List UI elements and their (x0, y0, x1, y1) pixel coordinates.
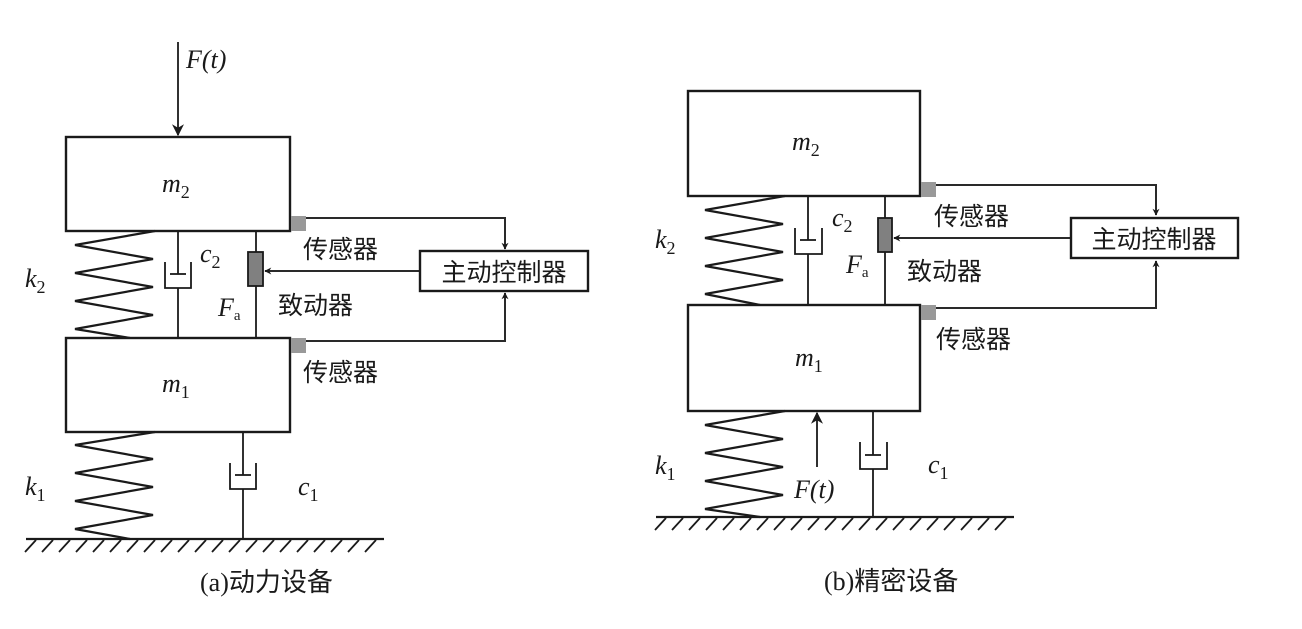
actuator (247, 251, 264, 287)
ground-hatch-line (194, 539, 207, 553)
ground-hatch-line (739, 517, 752, 531)
ground-hatch-line (790, 517, 803, 531)
ground-hatch-line (262, 539, 275, 553)
diagram-a-power-equipment: F(t) m2 传感器 k2 c2 Fa 致动器 主动控制器 m1 (24, 42, 590, 597)
damper-c2-label: c2 (200, 239, 221, 272)
ground-hatch-line (41, 539, 54, 553)
actuator-force-label: Fa (217, 293, 241, 324)
ground-hatch-line (296, 539, 309, 553)
sensor-bottom (291, 338, 306, 353)
sensor-bottom-signal-line (306, 292, 509, 342)
caption-a: (a)动力设备 (200, 568, 333, 597)
ground-hatch-line (364, 539, 377, 553)
ground-hatch-line (109, 539, 122, 553)
mass-m1-block (64, 336, 292, 434)
ground-hatch-line (58, 539, 71, 553)
spring-k2-label: k2 (25, 264, 46, 297)
ground-hatch-line (722, 517, 735, 531)
damper-c1 (859, 411, 888, 517)
ground-hatch-line (143, 539, 156, 553)
sensor-top-signal-line (936, 184, 1160, 216)
sensor-top (291, 216, 306, 231)
mass-m1-label: m1 (162, 369, 190, 402)
ground-hatch-line (705, 517, 718, 531)
ground-hatch-line (688, 517, 701, 531)
ground-hatch-line (926, 517, 939, 531)
ground-hatch-line (211, 539, 224, 553)
active-controller-box (418, 249, 590, 293)
ground-hatch-line (824, 517, 837, 531)
ground-hatch-line (24, 539, 37, 553)
spring-k1-label: k1 (25, 472, 46, 505)
ground-hatch-line (994, 517, 1007, 531)
ground-hatch-line (228, 539, 241, 553)
damper-c1-label: c1 (298, 472, 319, 505)
damper-c2 (164, 231, 192, 338)
spring-k1 (704, 409, 786, 519)
sensor-bottom (921, 305, 936, 320)
spring-k2 (704, 194, 786, 307)
ground-b (654, 515, 1014, 531)
ground-hatch-line (671, 517, 684, 531)
ground-hatch-line (279, 539, 292, 553)
active-controller-label: 主动控制器 (441, 258, 566, 287)
actuator (877, 217, 893, 253)
mass-m2-label: m2 (162, 169, 190, 202)
ground-hatch-line (858, 517, 871, 531)
ground-hatch-line (807, 517, 820, 531)
ground-hatch-line (330, 539, 343, 553)
damper-c2-label: c2 (832, 203, 853, 236)
ground-a (24, 537, 384, 553)
ground-hatch-line (313, 539, 326, 553)
sensor-bottom-label: 传感器 (303, 358, 378, 387)
actuator-force-label: Fa (845, 250, 869, 281)
mass-m1-label: m1 (795, 343, 823, 376)
force-label: F(t) (793, 475, 834, 504)
ground-hatch-line (126, 539, 139, 553)
mass-m2-label: m2 (792, 127, 820, 160)
ground-hatch-line (875, 517, 888, 531)
ground-hatch-line (92, 539, 105, 553)
sensor-top-label: 传感器 (303, 235, 378, 264)
actuator-label: 致动器 (278, 291, 353, 320)
ground-hatch-line (892, 517, 905, 531)
ground-hatch-line (654, 517, 667, 531)
ground-hatch-line (841, 517, 854, 531)
damper-c1 (229, 432, 257, 539)
ground-hatch-line (75, 539, 88, 553)
ground-hatch-line (960, 517, 973, 531)
ground-hatch-line (773, 517, 786, 531)
ground-hatch-line (756, 517, 769, 531)
sensor-top-label: 传感器 (934, 202, 1009, 231)
mass-m1-block (686, 303, 922, 413)
ground-hatch-line (943, 517, 956, 531)
ground-hatch-line (909, 517, 922, 531)
spring-k2 (74, 229, 156, 340)
spring-k1 (74, 430, 156, 541)
force-label: F(t) (185, 45, 226, 74)
spring-k2-label: k2 (655, 225, 676, 258)
active-controller-label: 主动控制器 (1091, 225, 1216, 254)
damper-c2 (794, 196, 823, 305)
active-controller-box (1069, 216, 1240, 260)
spring-k1-label: k1 (655, 451, 676, 484)
sensor-bottom-label: 传感器 (936, 325, 1011, 354)
ground-hatch-line (977, 517, 990, 531)
caption-b: (b)精密设备 (824, 567, 958, 596)
sensor-top (921, 182, 936, 197)
damper-c1-label: c1 (928, 450, 949, 483)
ground-hatch-line (347, 539, 360, 553)
mass-m2-block (686, 89, 922, 198)
sensor-top-signal-line (306, 217, 509, 250)
ground-hatch-line (245, 539, 258, 553)
ground-hatch-line (160, 539, 173, 553)
sensor-bottom-signal-line (936, 260, 1160, 309)
ground-hatch-line (177, 539, 190, 553)
diagram-b-precision-equipment: m2 传感器 k2 c2 Fa 致动器 主动控制器 m1 传感器 (654, 89, 1240, 596)
actuator-label: 致动器 (907, 257, 982, 286)
